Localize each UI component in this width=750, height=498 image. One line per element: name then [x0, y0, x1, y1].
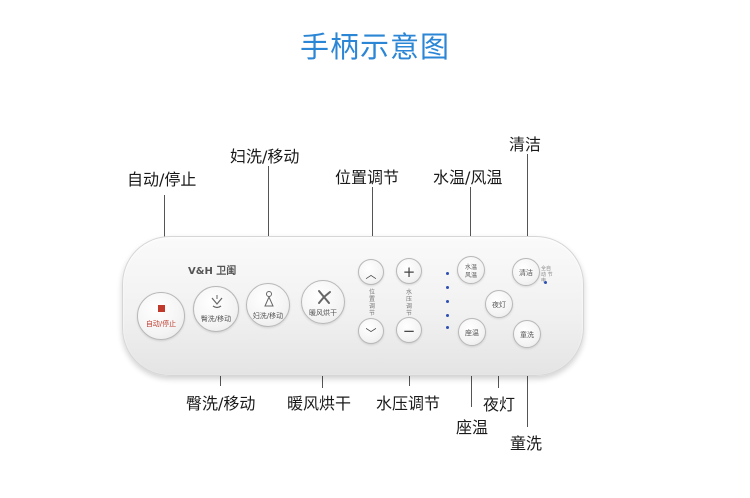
hip-wash-button-label: 臀洗/移动 [200, 315, 232, 323]
label-warm-dry: 暖风烘干 [287, 394, 352, 413]
water-air-temp-button[interactable]: 水温 风温 [457, 256, 485, 284]
clean-indicator-dot [544, 281, 547, 284]
air-temp-label: 风温 [464, 272, 477, 279]
leader-water-air-temp [470, 187, 471, 256]
minus-icon: − [402, 322, 416, 340]
auto-stop-button[interactable]: 自动/停止 [137, 292, 185, 340]
position-up-button[interactable]: ︿ [358, 259, 384, 285]
hip-wash-button[interactable]: 臀洗/移动 [193, 286, 239, 332]
page-title: 手柄示意图 [299, 30, 450, 64]
plus-icon: + [402, 263, 416, 281]
indicator-dot [446, 326, 449, 329]
pressure-adjust-text: 水压调节 [405, 289, 412, 317]
label-clean: 清洁 [509, 135, 542, 154]
night-light-button-label: 夜灯 [492, 301, 506, 309]
label-women-wash: 妇洗/移动 [230, 147, 300, 166]
label-seat-temp: 座温 [456, 418, 489, 437]
label-kids-wash: 童洗 [510, 434, 543, 453]
clean-button-label: 清洁 [519, 269, 533, 277]
kids-wash-button-label: 童洗 [520, 331, 534, 339]
position-down-button[interactable]: ﹀ [358, 318, 384, 344]
women-wash-icon [264, 291, 274, 307]
auto-stop-button-label: 自动/停止 [145, 320, 177, 328]
chevron-down-icon: ﹀ [365, 327, 377, 340]
tiny-mode-label: 全自动 节电 [541, 266, 553, 284]
label-night-light: 夜灯 [483, 395, 516, 414]
leader-kids-wash [527, 344, 528, 427]
indicator-dot [446, 300, 449, 303]
kids-wash-button[interactable]: 童洗 [513, 320, 541, 348]
indicator-dot [446, 286, 449, 289]
brand-logo: V&H 卫闺 [188, 266, 237, 277]
fan-icon [318, 290, 331, 304]
water-temp-label: 水温 [464, 264, 477, 271]
indicator-dot [446, 272, 449, 275]
chevron-up-icon: ︿ [365, 268, 377, 281]
label-position-adjust: 位置调节 [335, 168, 400, 187]
leader-women-wash [268, 166, 269, 277]
seat-temp-button[interactable]: 座温 [458, 318, 486, 346]
warm-dry-button[interactable]: 暖风烘干 [301, 280, 345, 324]
label-auto-stop: 自动/停止 [127, 170, 197, 189]
warm-dry-button-label: 暖风烘干 [309, 309, 337, 317]
pressure-minus-button[interactable]: − [396, 317, 422, 343]
indicator-dot [446, 314, 449, 317]
seat-temp-button-label: 座温 [465, 329, 479, 337]
pressure-plus-button[interactable]: + [396, 258, 422, 284]
label-pressure-adjust: 水压调节 [376, 394, 441, 413]
label-hip-wash: 臀洗/移动 [186, 394, 256, 413]
label-water-air-temp: 水温/风温 [433, 168, 503, 187]
night-light-button[interactable]: 夜灯 [485, 290, 513, 318]
clean-button[interactable]: 清洁 [512, 258, 540, 286]
women-wash-button[interactable]: 妇洗/移动 [246, 283, 290, 327]
leader-position-adjust [372, 187, 373, 253]
hip-wash-icon [211, 295, 223, 309]
leader-clean [527, 154, 528, 258]
remote-control-body [122, 236, 584, 376]
women-wash-button-label: 妇洗/移动 [252, 312, 284, 320]
position-adjust-text: 位置调节 [368, 289, 375, 317]
stop-square-icon [158, 305, 165, 312]
